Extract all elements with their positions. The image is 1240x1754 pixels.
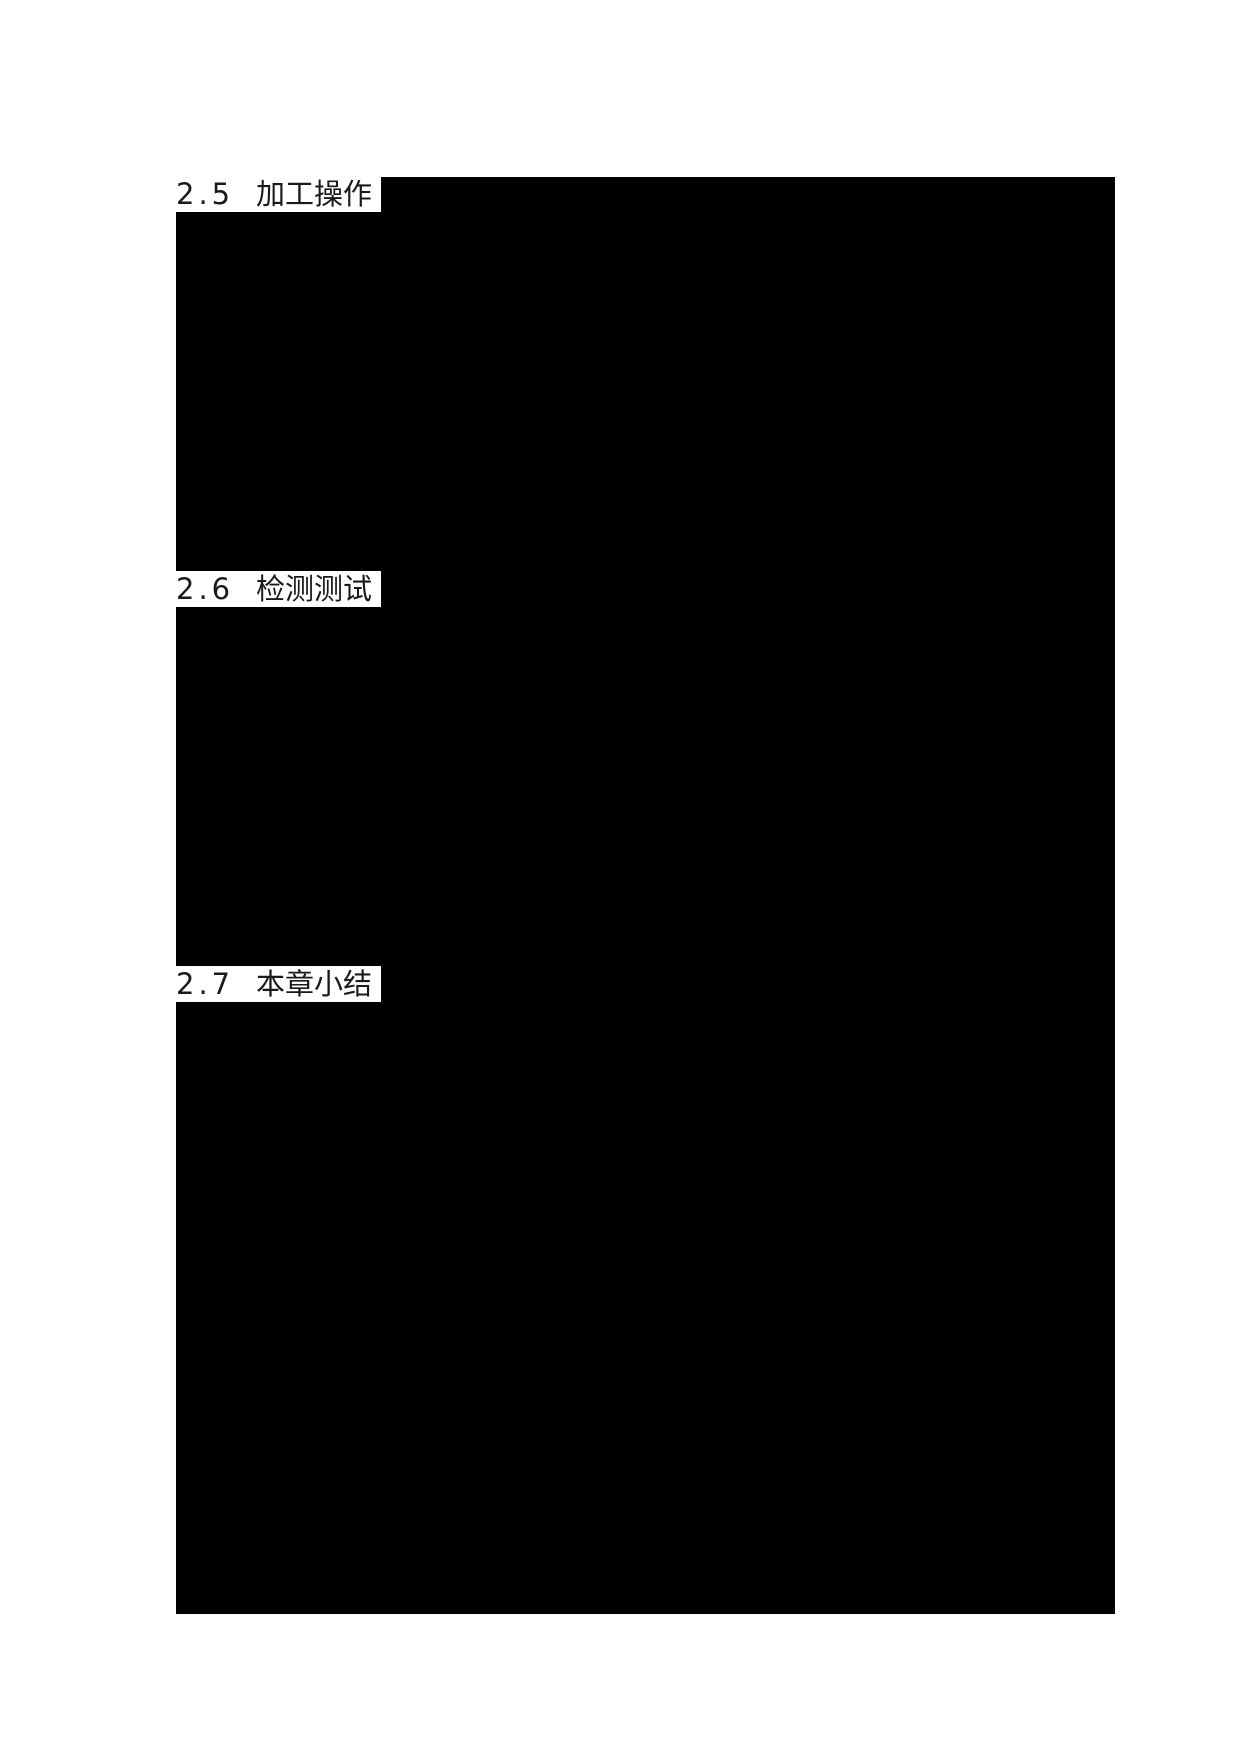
section-number: 2.5	[176, 177, 235, 211]
section-heading-2-6: 2.6 检测测试	[176, 571, 381, 607]
section-number: 2.6	[176, 572, 235, 606]
section-heading-2-5: 2.5 加工操作	[176, 176, 381, 212]
section-title: 加工操作	[256, 177, 373, 211]
section-title: 本章小结	[256, 967, 373, 1001]
section-title: 检测测试	[256, 572, 373, 606]
redacted-content-block	[176, 177, 1115, 1614]
section-heading-2-7: 2.7 本章小结	[176, 966, 381, 1002]
section-number: 2.7	[176, 967, 235, 1001]
